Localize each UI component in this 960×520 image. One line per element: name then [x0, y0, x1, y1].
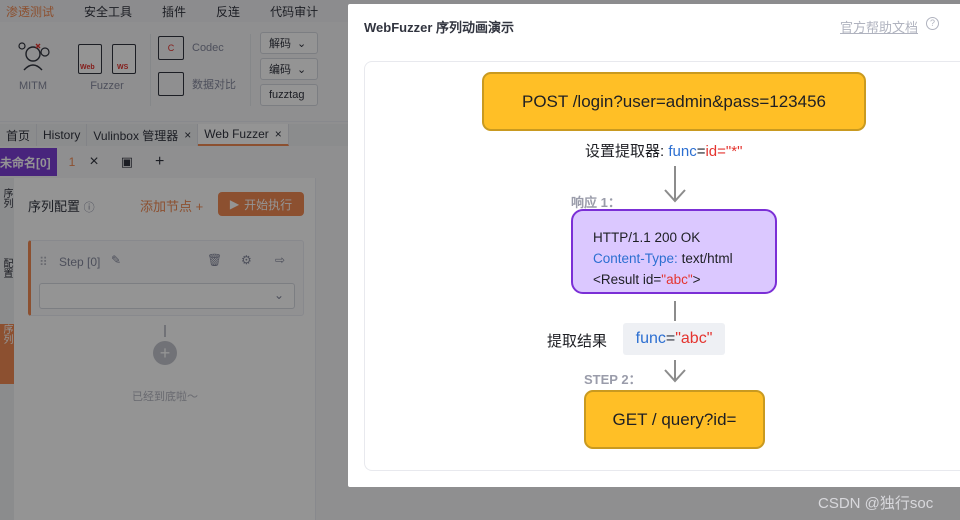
menu-reverse[interactable]: 反连 [216, 4, 241, 19]
sequence-panel: 序列配置 ⓘ 添加节点 + ▶ 开始执行 ⠿ Step [0] ✎ 🗑 ⚙ ⇨ ⌄… [14, 178, 316, 520]
compare-icon [158, 72, 184, 96]
rail-sequence-active[interactable]: 序列 [0, 324, 14, 384]
rail-sequence[interactable]: 序列 [1, 188, 12, 208]
menu-pentest[interactable]: 渗透测试 [6, 4, 55, 19]
subtab-number[interactable]: 1 [68, 155, 76, 169]
encode-label: 编码 [269, 64, 291, 76]
extractor-label: 设置提取器: func=id="*" [585, 143, 743, 160]
menu-security-tools[interactable]: 安全工具 [84, 4, 133, 19]
close-icon[interactable]: × [89, 153, 99, 170]
ribbon-divider [150, 34, 151, 106]
help-docs-link[interactable]: 官方帮助文档 [840, 20, 919, 35]
plus-icon: + [195, 199, 204, 214]
rail-config[interactable]: 配置 [1, 258, 12, 278]
response-body-line: <Result id="abc"> [593, 272, 701, 287]
compare-tool[interactable]: 数据对比 [158, 72, 248, 96]
drag-handle-icon[interactable]: ⠿ [39, 255, 48, 269]
trash-icon[interactable]: 🗑 [207, 253, 223, 267]
tab-web-fuzzer-label: Web Fuzzer [204, 127, 269, 141]
result-label: 提取结果 [547, 333, 608, 350]
sequence-title: 序列配置 ⓘ [28, 199, 95, 214]
subtab-unnamed[interactable]: 未命名[0] [0, 148, 57, 176]
web-fuzzer-icon: Web [78, 44, 102, 74]
step-select[interactable]: ⌄ [39, 283, 295, 309]
tab-vulinbox[interactable]: Vulinbox 管理器 × [87, 124, 199, 146]
connector-line [674, 301, 676, 321]
mitm-icon [16, 40, 50, 74]
watermark: CSDN @独行soc [818, 495, 934, 512]
close-icon[interactable]: × [274, 127, 282, 141]
codec-tool[interactable]: C Codec [158, 36, 238, 60]
add-tab-icon[interactable]: + [155, 153, 165, 170]
tab-web-fuzzer[interactable]: Web Fuzzer × [198, 124, 289, 146]
play-icon: ▶ [229, 197, 240, 211]
menu-code-audit[interactable]: 代码审计 [270, 4, 319, 19]
modal-title: WebFuzzer 序列动画演示 [364, 20, 514, 35]
chevron-down-icon: ⌄ [297, 37, 307, 50]
chevron-down-icon: ⌄ [273, 288, 284, 302]
end-of-list-hint: 已经到底啦～ [132, 391, 198, 403]
start-execute-label: 开始执行 [244, 197, 293, 212]
response-label: 响应 1： [571, 195, 621, 210]
fuzzer-label: Fuzzer [90, 80, 124, 92]
result-value: func="abc" [623, 323, 725, 355]
connector-line [164, 325, 166, 337]
edit-icon[interactable]: ✎ [111, 253, 122, 267]
tab-home[interactable]: 首页 [0, 124, 38, 146]
step-label: Step [0] [59, 255, 101, 269]
request-box: POST /login?user=admin&pass=123456 [482, 72, 866, 131]
response-status-line: HTTP/1.1 200 OK [593, 230, 701, 245]
close-icon[interactable]: × [184, 128, 192, 142]
add-node-button[interactable]: 添加节点 + [140, 196, 203, 215]
response-header-line: Content-Type: text/html [593, 251, 733, 266]
left-rail: 序列 配置 序列 [0, 178, 14, 520]
decode-dropdown[interactable]: 解码 ⌄ [260, 32, 318, 54]
fuzzer-tool[interactable]: Web WS Fuzzer [72, 44, 142, 92]
fuzztag-label: fuzztag [269, 89, 305, 101]
ws-fuzzer-icon: WS [112, 44, 136, 74]
encode-dropdown[interactable]: 编码 ⌄ [260, 58, 318, 80]
animation-canvas: POST /login?user=admin&pass=123456 设置提取器… [364, 61, 960, 471]
step-card[interactable]: ⠿ Step [0] ✎ 🗑 ⚙ ⇨ ⌄ [28, 240, 304, 316]
menu-plugins[interactable]: 插件 [162, 4, 187, 19]
next-request-box: GET / query?id= [584, 390, 765, 449]
codec-label: Codec [192, 42, 224, 54]
step2-label: STEP 2： [584, 372, 642, 387]
mitm-tool[interactable]: MITM [10, 40, 56, 92]
add-step-icon[interactable]: + [153, 341, 177, 365]
help-icon: ⓘ [83, 202, 95, 214]
codec-icon: C [158, 36, 184, 60]
ribbon-divider-2 [250, 34, 251, 106]
decode-label: 解码 [269, 38, 291, 50]
add-node-label: 添加节点 [140, 199, 193, 214]
gear-icon[interactable]: ⚙ [241, 253, 252, 267]
arrow-down-icon [664, 166, 686, 203]
compare-label: 数据对比 [192, 79, 236, 91]
response-box: HTTP/1.1 200 OK Content-Type: text/html … [571, 209, 777, 294]
help-icon[interactable]: ? [926, 17, 939, 30]
fuzztag-button[interactable]: fuzztag [260, 84, 318, 106]
sequence-demo-modal: WebFuzzer 序列动画演示 官方帮助文档 ? POST /login?us… [348, 4, 960, 487]
response-content: HTTP/1.1 200 OK Content-Type: text/html … [593, 227, 733, 290]
save-icon[interactable]: ▣ [120, 154, 133, 169]
arrow-right-icon[interactable]: ⇨ [275, 253, 286, 267]
mitm-label: MITM [18, 80, 48, 92]
start-execute-button[interactable]: ▶ 开始执行 [218, 192, 304, 216]
tab-history[interactable]: History [37, 124, 88, 146]
arrow-down-icon [664, 360, 686, 383]
chevron-down-icon: ⌄ [297, 63, 307, 76]
tab-vulinbox-label: Vulinbox 管理器 [93, 128, 179, 143]
